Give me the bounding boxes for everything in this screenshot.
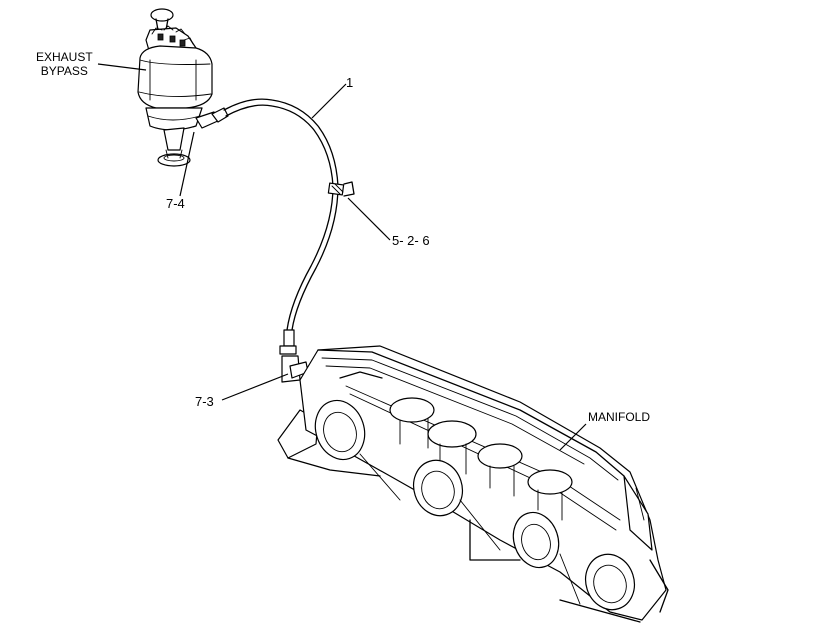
label-item-5-2-6: 5- 2- 6 <box>392 233 430 248</box>
leader-item-7-4 <box>179 131 195 197</box>
leader-manifold <box>559 423 587 451</box>
label-item-1: 1 <box>346 75 354 90</box>
label-exhaust-bypass-line1: EXHAUST <box>36 50 93 64</box>
vacuum-hose <box>223 98 339 331</box>
tee-fitting <box>279 329 309 383</box>
intake-manifold <box>277 345 669 623</box>
leader-item-1 <box>311 83 347 119</box>
leader-item-5-2-6 <box>347 197 391 241</box>
label-exhaust-bypass: EXHAUST BYPASS <box>36 50 93 78</box>
exhaust-bypass-valve <box>137 8 229 167</box>
hose-clamp <box>327 181 355 197</box>
label-manifold: MANIFOLD <box>588 410 651 424</box>
label-item-7-4: 7-4 <box>166 196 185 211</box>
leader-lines <box>97 63 587 451</box>
leader-exhaust-bypass <box>97 63 147 71</box>
leader-item-7-3 <box>221 373 289 401</box>
label-item-7-3: 7-3 <box>195 394 214 409</box>
label-exhaust-bypass-line2: BYPASS <box>40 64 88 78</box>
